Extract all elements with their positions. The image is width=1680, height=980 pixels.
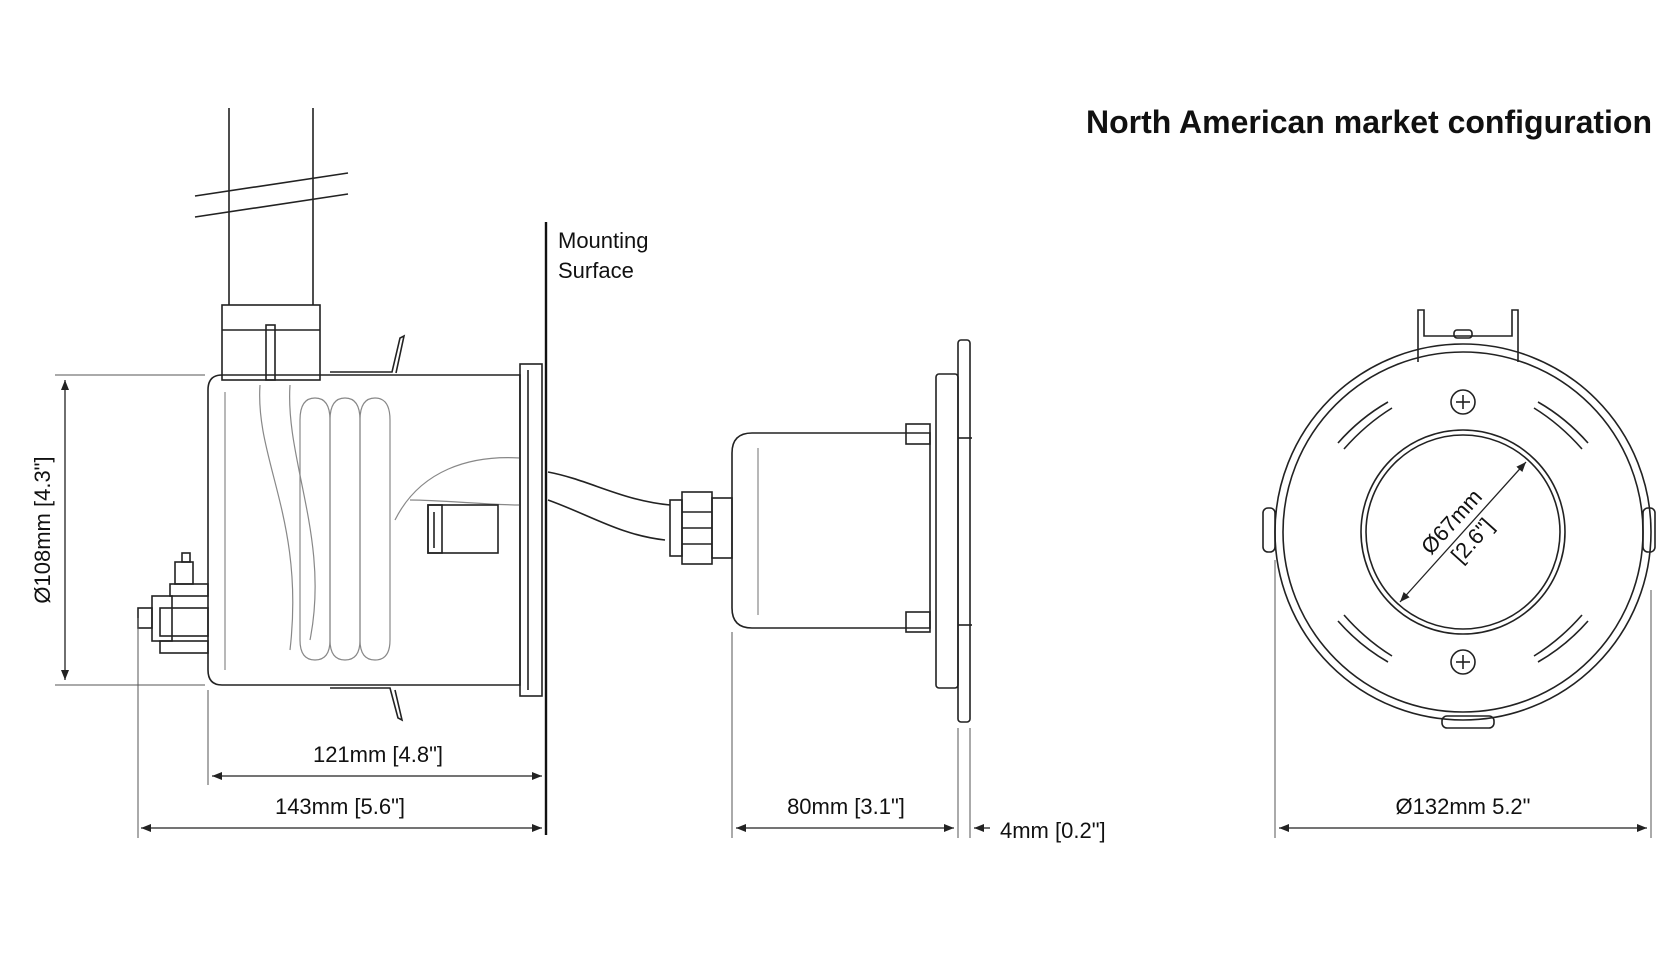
mounting-surface-label-line2: Surface [558,258,634,283]
spring-clip-top [330,334,406,374]
mounting-pin-top [905,423,931,445]
dim-front-outer: Ø132mm 5.2" [1396,794,1531,819]
front-vent-slots [1337,401,1589,663]
trim-flange [519,363,543,697]
front-tab-right [1642,507,1656,553]
coiled-cable [259,384,521,661]
conduit-fitting [221,304,321,381]
side-view-fixture [669,339,972,723]
mounting-surface-label-line1: Mounting [558,228,649,253]
cable-gland [669,491,733,565]
front-tab-left [1262,507,1276,553]
front-screw-top [1450,389,1476,415]
terminal-block [427,504,499,554]
junction-box-body [207,374,521,686]
dim-height-side: Ø108mm [4.3"] [30,456,55,603]
dim-depth-121: 121mm [4.8"] [313,742,443,767]
front-outer-ring [1274,343,1652,721]
fixture-dimensions: 80mm [3.1"] 4mm [0.2"] [731,632,1106,843]
fixture-trim-plate [935,373,959,689]
side-view-installed: Mounting Surface [137,108,671,835]
ground-bracket [137,552,209,654]
drawing-title: North American market configuration [1086,104,1652,140]
conduit-pipe [194,108,349,305]
dim-depth-80: 80mm [3.1"] [787,794,905,819]
front-view-dimension: Ø132mm 5.2" [1274,560,1652,838]
dim-flange-4: 4mm [0.2"] [1000,818,1106,843]
front-lens-aperture [1360,429,1566,635]
front-view: Ø67mm [2.6"] [1262,309,1656,729]
spring-clip-bottom [330,687,404,722]
front-tab-bottom [1441,715,1495,729]
dim-depth-143: 143mm [5.6"] [275,794,405,819]
fixture-housing [731,432,931,629]
side-view-dimensions: Ø108mm [4.3"] 121mm [4.8"] 143mm [5.6"] [30,374,542,838]
mounting-pin-bottom [905,611,931,633]
front-top-bracket [1417,309,1519,362]
front-screw-bottom [1450,649,1476,675]
feed-cable [547,471,671,541]
